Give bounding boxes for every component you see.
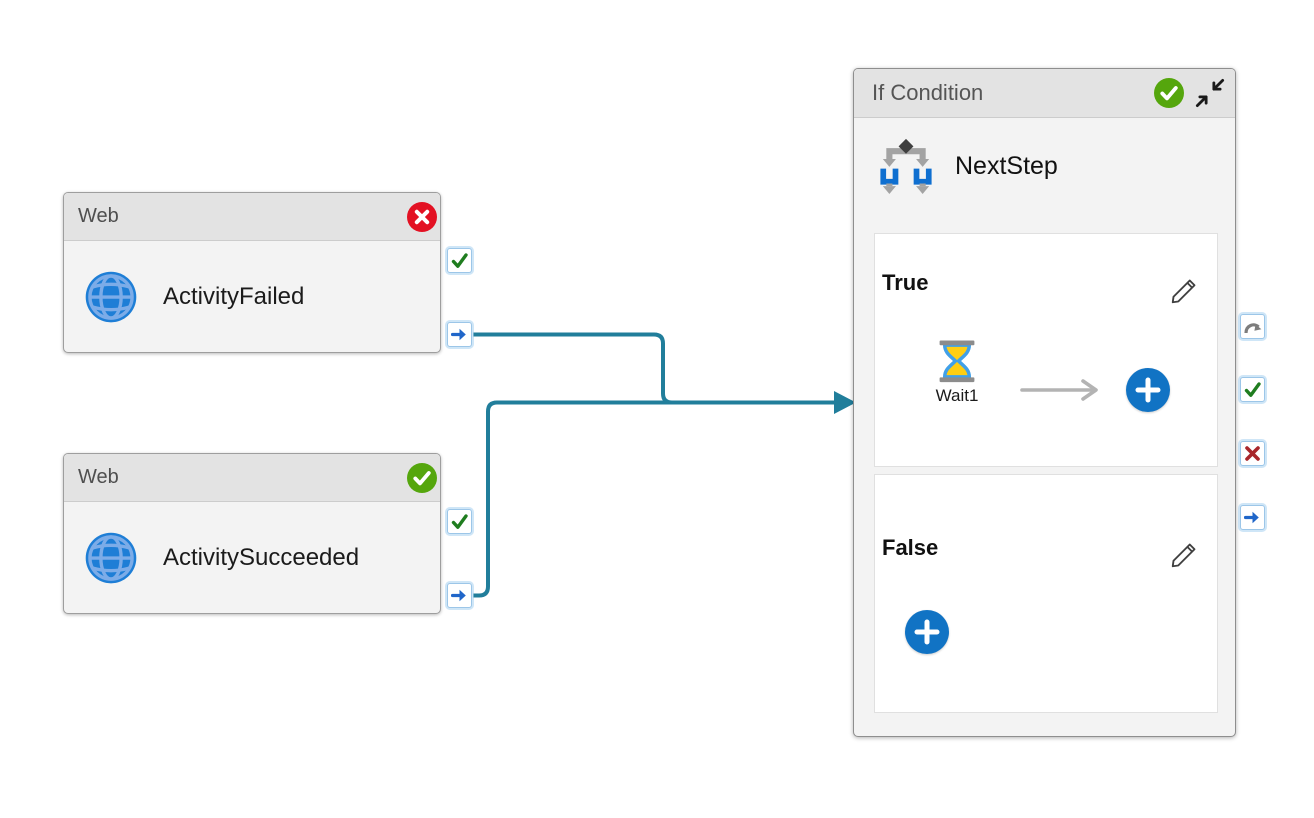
activity-type-label: Web (78, 205, 119, 227)
success-badge-icon (407, 462, 437, 493)
false-branch-label: False (882, 535, 939, 560)
activity-header: Web (64, 454, 440, 502)
activity-name: NextStep (955, 151, 1058, 180)
activity-name: Wait1 (935, 386, 979, 405)
activity-node-wait1[interactable]: Wait1 (924, 340, 990, 406)
activitysucceeded-completion-arrow-port[interactable] (447, 583, 472, 608)
activityfailed-success-check-port[interactable] (447, 248, 472, 273)
activity-type-label: Web (78, 466, 119, 488)
edge-arrowhead-icon (834, 391, 856, 414)
collapse-icon[interactable] (1194, 77, 1226, 109)
activity-node-activityfailed[interactable]: Web ActivityFailed (63, 192, 441, 353)
activity-node-nextstep[interactable]: If Condition (853, 68, 1236, 737)
false-branch-pencil-icon[interactable] (1169, 540, 1199, 570)
if-condition-header: If Condition (854, 69, 1235, 118)
if-condition-title-row: NextStep (878, 135, 1058, 197)
web-globe-icon (84, 270, 138, 324)
true-branch-pencil-icon[interactable] (1169, 276, 1199, 306)
activity-name: ActivitySucceeded (163, 543, 360, 571)
activitysucceeded-success-check-port[interactable] (447, 509, 472, 534)
activity-header: Web (64, 193, 440, 241)
nextstep-succeeded-check-port[interactable] (1240, 377, 1265, 402)
edge-activitysucceeded-to-nextstep[interactable] (473, 400, 835, 598)
activity-type-label: If Condition (872, 80, 984, 105)
activityfailed-completion-arrow-port[interactable] (447, 322, 472, 347)
true-branch-label: True (882, 270, 929, 295)
hourglass-icon (932, 340, 982, 383)
false-branch-add-activity-button[interactable] (905, 610, 949, 654)
success-badge-icon (1154, 78, 1184, 108)
activity-node-activitysucceeded[interactable]: Web ActivitySucceeded (63, 453, 441, 614)
error-badge-icon (407, 201, 437, 232)
false-branch-panel[interactable]: False (874, 474, 1218, 713)
sequence-arrow-icon (1020, 379, 1108, 401)
activity-body: ActivityFailed (64, 241, 440, 352)
nextstep-skipped-port[interactable] (1240, 314, 1265, 339)
edge-activityfailed-to-nextstep[interactable] (473, 332, 835, 405)
if-condition-icon (878, 135, 934, 197)
activity-name: ActivityFailed (163, 282, 305, 310)
true-branch-add-activity-button[interactable] (1126, 368, 1170, 412)
activity-body: ActivitySucceeded (64, 502, 440, 613)
nextstep-failed-x-port[interactable] (1240, 441, 1265, 466)
true-branch-panel[interactable]: True Wait1 (874, 233, 1218, 467)
web-globe-icon (84, 531, 138, 585)
nextstep-completion-arrow-port[interactable] (1240, 505, 1265, 530)
